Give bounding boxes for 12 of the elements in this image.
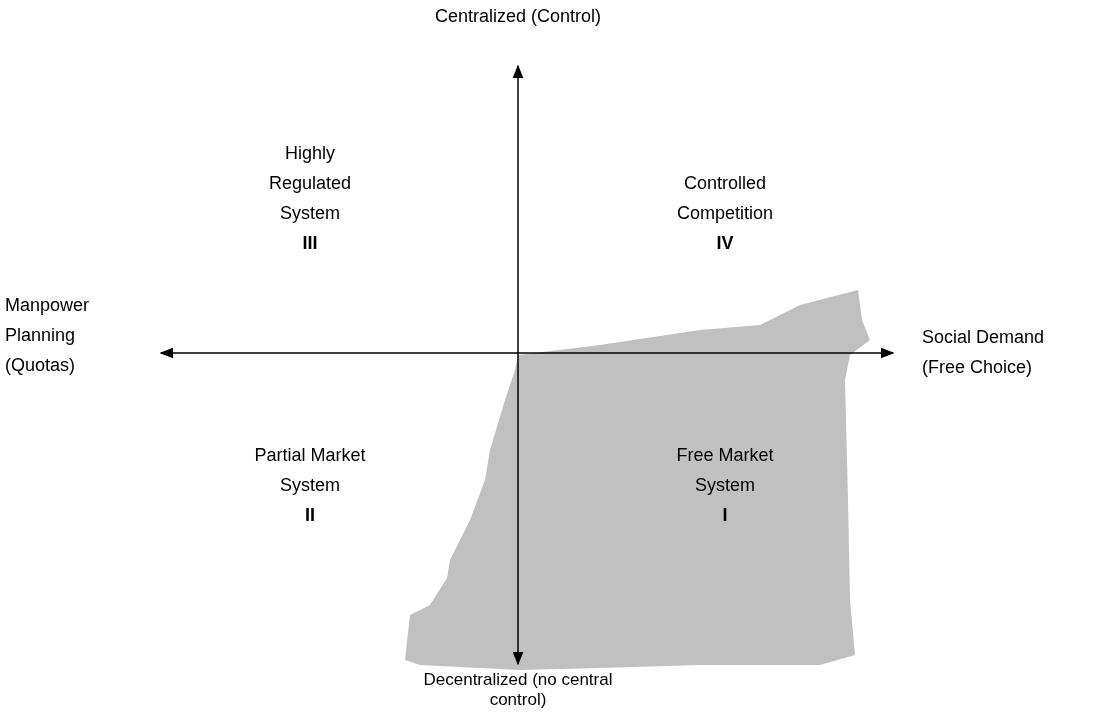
axis-label: Manpower Planning (Quotas) [5,294,91,377]
quadrant-number: II [304,504,316,527]
axis-label: Social Demand (Free Choice) [922,326,1046,379]
quadrant-label: Highly Regulated System [267,142,353,225]
axis-label: Centralized (Control) [433,5,603,28]
quadrant-number: IV [715,232,735,255]
quadrant-label: Free Market System [675,444,775,497]
quadrant-label: Controlled Competition [675,172,774,225]
quadrant-number: III [301,232,319,255]
quadrant-number: I [721,504,729,527]
quadrant-label: Partial Market System [253,444,367,497]
axis-label: Decentralized (no central control) [422,670,614,710]
